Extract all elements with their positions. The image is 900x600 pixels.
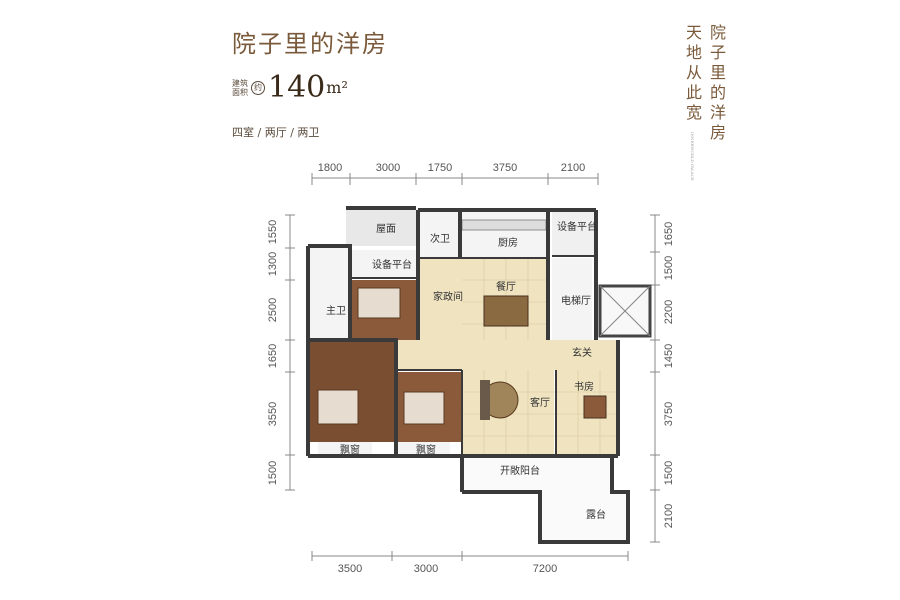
area-value: 140 bbox=[268, 70, 326, 105]
area-label: 建筑面积 bbox=[232, 78, 248, 97]
label-master-bath: 主卫 bbox=[326, 305, 346, 317]
label-study: 书房 bbox=[574, 380, 594, 393]
terrace-area bbox=[540, 492, 626, 542]
kitchen-area bbox=[462, 212, 548, 258]
dim-top-5: 2100 bbox=[561, 162, 585, 174]
dim-bottom-3: 7200 bbox=[533, 563, 557, 575]
dim-top-2: 3000 bbox=[376, 162, 400, 174]
area-prefix: 约 bbox=[251, 80, 265, 95]
study-desk bbox=[583, 395, 607, 419]
room-summary: 四室 / 两厅 / 两卫 bbox=[232, 126, 320, 139]
dim-top-4: 3750 bbox=[493, 162, 517, 174]
dining-table bbox=[483, 295, 529, 327]
label-open-balcony: 开敞阳台 bbox=[500, 464, 540, 477]
label-dining: 餐厅 bbox=[496, 280, 516, 293]
bed-1 bbox=[357, 287, 401, 319]
label-bay-window-2: 飘窗 bbox=[416, 443, 436, 456]
elevator-hall-area bbox=[552, 258, 592, 340]
slogan-small: INNERWORLD PALACE bbox=[690, 132, 695, 181]
dim-right-6: 1500 bbox=[663, 461, 675, 485]
slogan-col1: 院子里的洋房 bbox=[707, 24, 726, 144]
dim-right-7: 2100 bbox=[663, 504, 675, 528]
dim-right-4: 1450 bbox=[663, 344, 675, 368]
label-living: 客厅 bbox=[530, 396, 550, 409]
label-household: 家政间 bbox=[433, 290, 463, 303]
dim-top-1: 1800 bbox=[318, 162, 342, 174]
label-second-bath: 次卫 bbox=[430, 232, 450, 245]
label-equip-1: 设备平台 bbox=[557, 220, 597, 233]
area-unit: m² bbox=[326, 78, 348, 97]
dim-bottom-1: 3500 bbox=[338, 563, 362, 575]
master-bed bbox=[317, 389, 359, 425]
bed-3 bbox=[403, 391, 445, 425]
dim-right-5: 3750 bbox=[663, 402, 675, 426]
slogan-col2: 天地从此宽 bbox=[683, 24, 702, 124]
corridor-area bbox=[396, 340, 618, 370]
walls bbox=[306, 206, 630, 544]
label-kitchen: 厨房 bbox=[498, 236, 518, 249]
equip-platform-area bbox=[552, 212, 596, 256]
area-tag: 建筑面积 约 140 m² bbox=[232, 70, 348, 105]
household-area bbox=[420, 258, 462, 340]
dim-right-1: 1650 bbox=[663, 222, 675, 246]
label-elevator-hall: 电梯厅 bbox=[561, 294, 591, 307]
dim-left-5: 3550 bbox=[267, 402, 279, 426]
label-roof: 屋面 bbox=[376, 223, 396, 235]
page-title: 院子里的洋房 bbox=[232, 30, 388, 58]
dim-left-2: 1300 bbox=[267, 252, 279, 276]
dim-right-3: 2200 bbox=[663, 300, 675, 324]
dim-right-2: 1500 bbox=[663, 256, 675, 280]
label-bay-window-1: 飘窗 bbox=[340, 443, 360, 456]
dim-bottom-2: 3000 bbox=[414, 563, 438, 575]
kitchen-counter bbox=[461, 219, 547, 231]
dim-top-3: 1750 bbox=[428, 162, 452, 174]
second-bath-area bbox=[420, 212, 460, 258]
master-bath-area bbox=[310, 248, 350, 340]
dim-left-1: 1550 bbox=[267, 220, 279, 244]
dim-left-6: 1500 bbox=[267, 461, 279, 485]
sofa-left bbox=[480, 380, 490, 420]
dim-left-4: 1650 bbox=[267, 344, 279, 368]
label-equip-2: 设备平台 bbox=[372, 258, 412, 271]
dim-left-3: 2500 bbox=[267, 298, 279, 322]
balcony-area bbox=[462, 458, 612, 492]
roof-area bbox=[346, 208, 416, 246]
label-entrance: 玄关 bbox=[572, 346, 592, 359]
equip-platform-left-area bbox=[352, 250, 418, 278]
label-terrace: 露台 bbox=[586, 508, 606, 521]
